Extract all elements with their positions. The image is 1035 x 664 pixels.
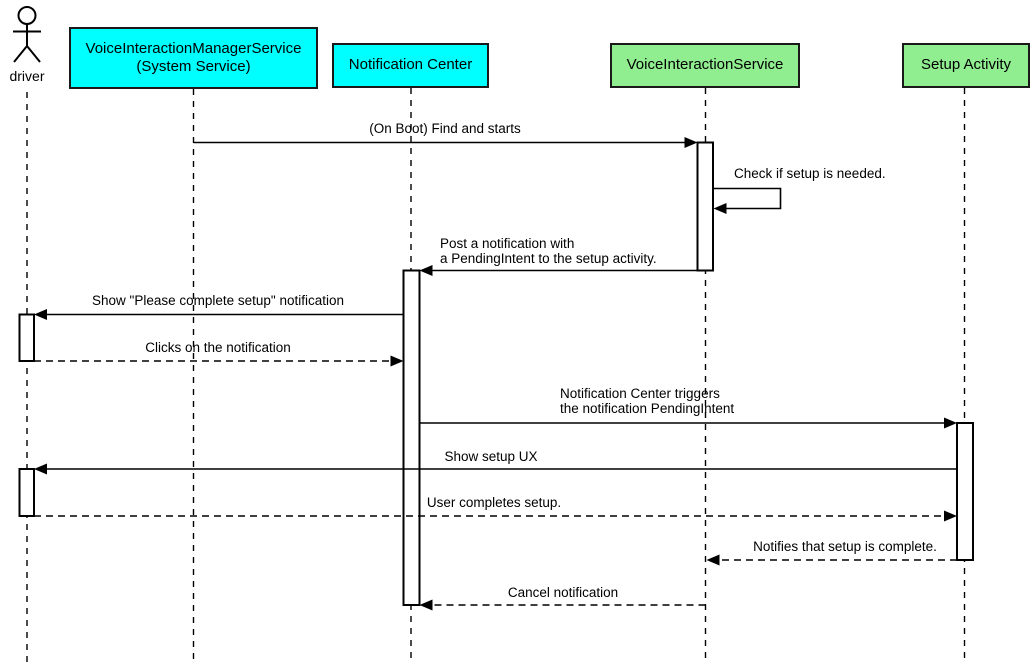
participant-label: Notification Center [348, 56, 473, 74]
arrow-triggers-pendingintent [419, 417, 957, 429]
participant-label: VoiceInteractionService [626, 56, 784, 74]
arrow-notifies-setup-complete [706, 554, 957, 566]
message-label-show-setup-ux: Show setup UX [444, 449, 538, 464]
arrow-user-completes-setup [34, 510, 957, 522]
message-label-triggers-pendingintent: Notification Center triggers the notific… [560, 386, 735, 416]
arrow-check-if-setup-needed-self [713, 187, 782, 214]
participant-box-notification-center: Notification Center [332, 43, 489, 88]
actor-head [17, 6, 37, 25]
activation-driver-2 [18, 468, 35, 517]
message-label-user-completes-setup: User completes setup. [426, 495, 562, 510]
message-label-clicks-notification: Clicks on the notification [145, 340, 291, 355]
arrow-on-boot-find-and-starts [193, 137, 698, 148]
actor-label: driver [9, 68, 45, 84]
actor-leg-left [13, 45, 28, 63]
message-label-notifies-setup-complete: Notifies that setup is complete. [753, 539, 937, 554]
actor-leg-right [26, 45, 41, 63]
participant-label: Setup Activity [920, 56, 1012, 74]
arrow-show-setup-notification [34, 309, 404, 320]
activation-setup-activity [956, 422, 974, 561]
message-label-show-setup-notification: Show "Please complete setup" notificatio… [92, 293, 344, 308]
participant-label: VoiceInteractionManagerService (System S… [85, 39, 302, 75]
message-label-cancel-notification: Cancel notification [507, 585, 619, 600]
message-label-check-if-setup-needed: Check if setup is needed. [734, 166, 886, 181]
arrow-post-notification [419, 265, 698, 276]
activation-bars [18, 141, 974, 606]
arrow-cancel-notification [419, 599, 706, 611]
activation-voice-interaction-service [696, 141, 714, 272]
participant-box-voice-interaction-service: VoiceInteractionService [610, 43, 800, 88]
arrow-clicks-notification [34, 355, 404, 367]
activation-driver-1 [18, 313, 35, 362]
participant-box-setup-activity: Setup Activity [902, 43, 1030, 88]
message-label-post-notification: Post a notification with a PendingIntent… [440, 236, 657, 266]
actor-icon [13, 6, 41, 63]
message-label-on-boot-find-and-starts: (On Boot) Find and starts [369, 121, 521, 136]
participant-box-voice-interaction-manager-service: VoiceInteractionManagerService (System S… [69, 27, 318, 89]
activation-notification-center [402, 269, 421, 606]
arrow-show-setup-ux [34, 463, 957, 475]
message-arrows [34, 137, 957, 611]
